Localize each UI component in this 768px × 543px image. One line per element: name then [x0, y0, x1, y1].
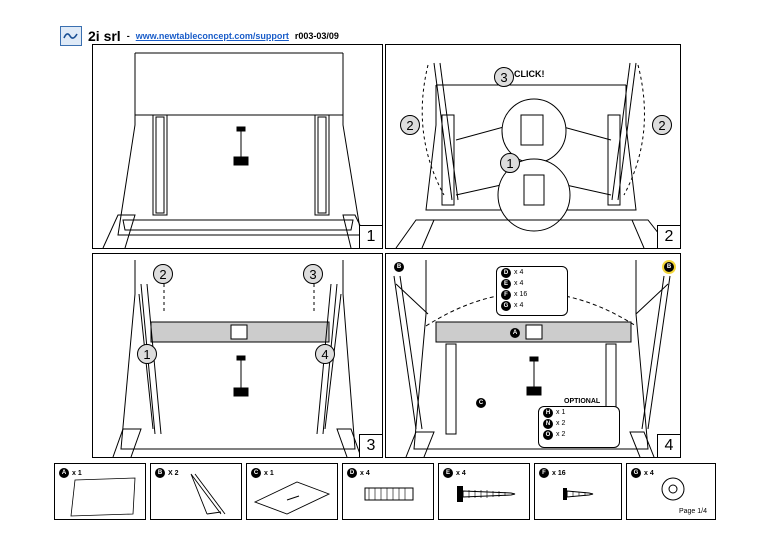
step-number: 1	[359, 225, 382, 248]
label-a: A	[510, 328, 520, 338]
step-3-panel: 2 3 1 4 3	[92, 253, 383, 458]
step-4-illustration	[393, 260, 671, 457]
document-header: 2i srl - www.newtableconcept.com/support…	[60, 26, 339, 46]
step-3-illustration	[112, 260, 362, 457]
step-callout-3-click: 3	[494, 67, 514, 87]
long-screw-drawing	[457, 486, 516, 502]
revision-code: r003-03/09	[294, 31, 339, 41]
short-screw-drawing	[563, 488, 594, 500]
washer-drawing	[661, 477, 685, 501]
tabletop-drawing	[70, 477, 136, 517]
step-number: 4	[657, 434, 680, 457]
company-name: 2i srl	[88, 28, 121, 44]
label-c: C	[476, 398, 486, 408]
step-callout-2-right: 2	[652, 115, 672, 135]
step-callout-1: 1	[137, 344, 157, 364]
step-number: 2	[657, 225, 680, 248]
step-callout-1: 1	[500, 153, 520, 173]
step-2-panel: 2 3 CLICK! 1 2 2	[385, 44, 681, 249]
header-separator: -	[126, 31, 130, 41]
step-1-panel: 1	[92, 44, 383, 249]
page-number: Page 1/4	[678, 508, 707, 515]
step-callout-3: 3	[303, 264, 323, 284]
click-label: CLICK!	[514, 69, 545, 79]
wave-logo-icon	[60, 26, 82, 46]
step-number: 3	[359, 434, 382, 457]
label-b-left: B	[394, 262, 404, 272]
step-callout-4: 4	[315, 344, 335, 364]
step-callout-2-left: 2	[400, 115, 420, 135]
step-callout-2: 2	[153, 264, 173, 284]
support-link[interactable]: www.newtableconcept.com/support	[135, 31, 289, 41]
label-b-right: B	[664, 262, 674, 272]
leg-drawing	[190, 473, 226, 515]
step-1-illustration	[102, 52, 372, 248]
wall-plug-drawing	[364, 487, 414, 501]
optional-label: OPTIONAL	[564, 398, 601, 405]
frame-drawing	[253, 481, 331, 515]
step-2-illustration	[395, 62, 671, 248]
